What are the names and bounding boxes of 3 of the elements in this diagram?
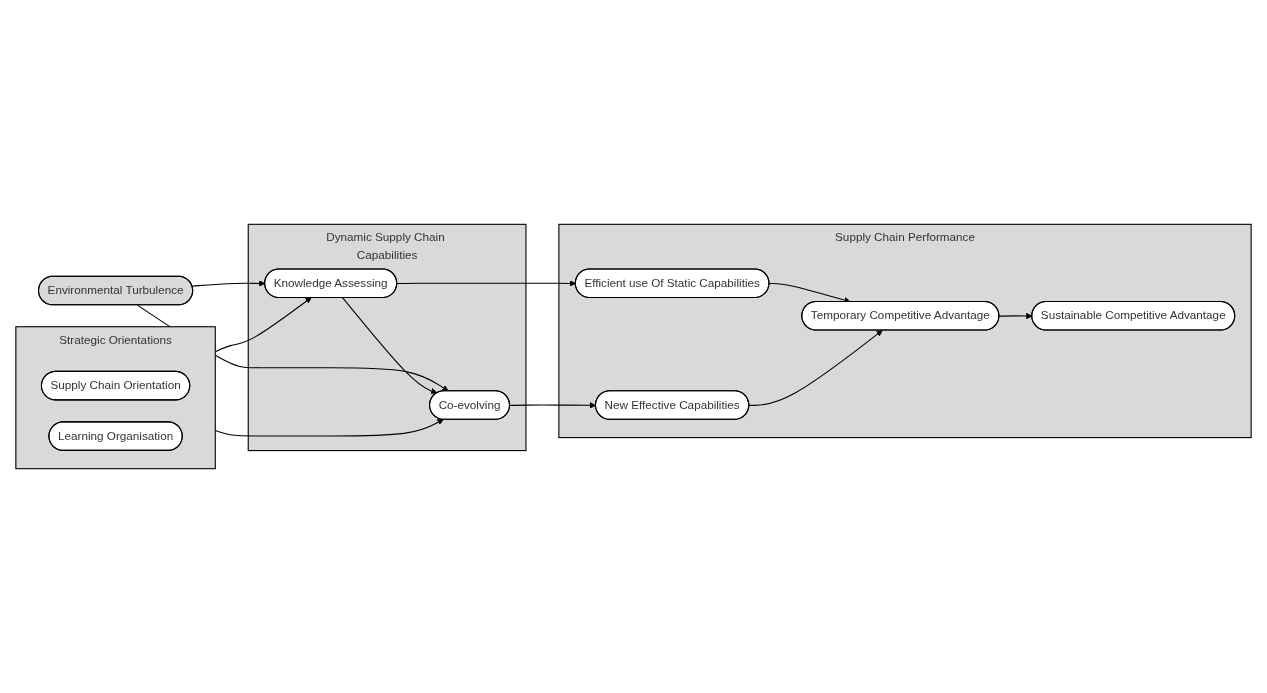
arrow (342, 297, 438, 395)
arrow (396, 280, 576, 287)
arrow (748, 330, 883, 406)
